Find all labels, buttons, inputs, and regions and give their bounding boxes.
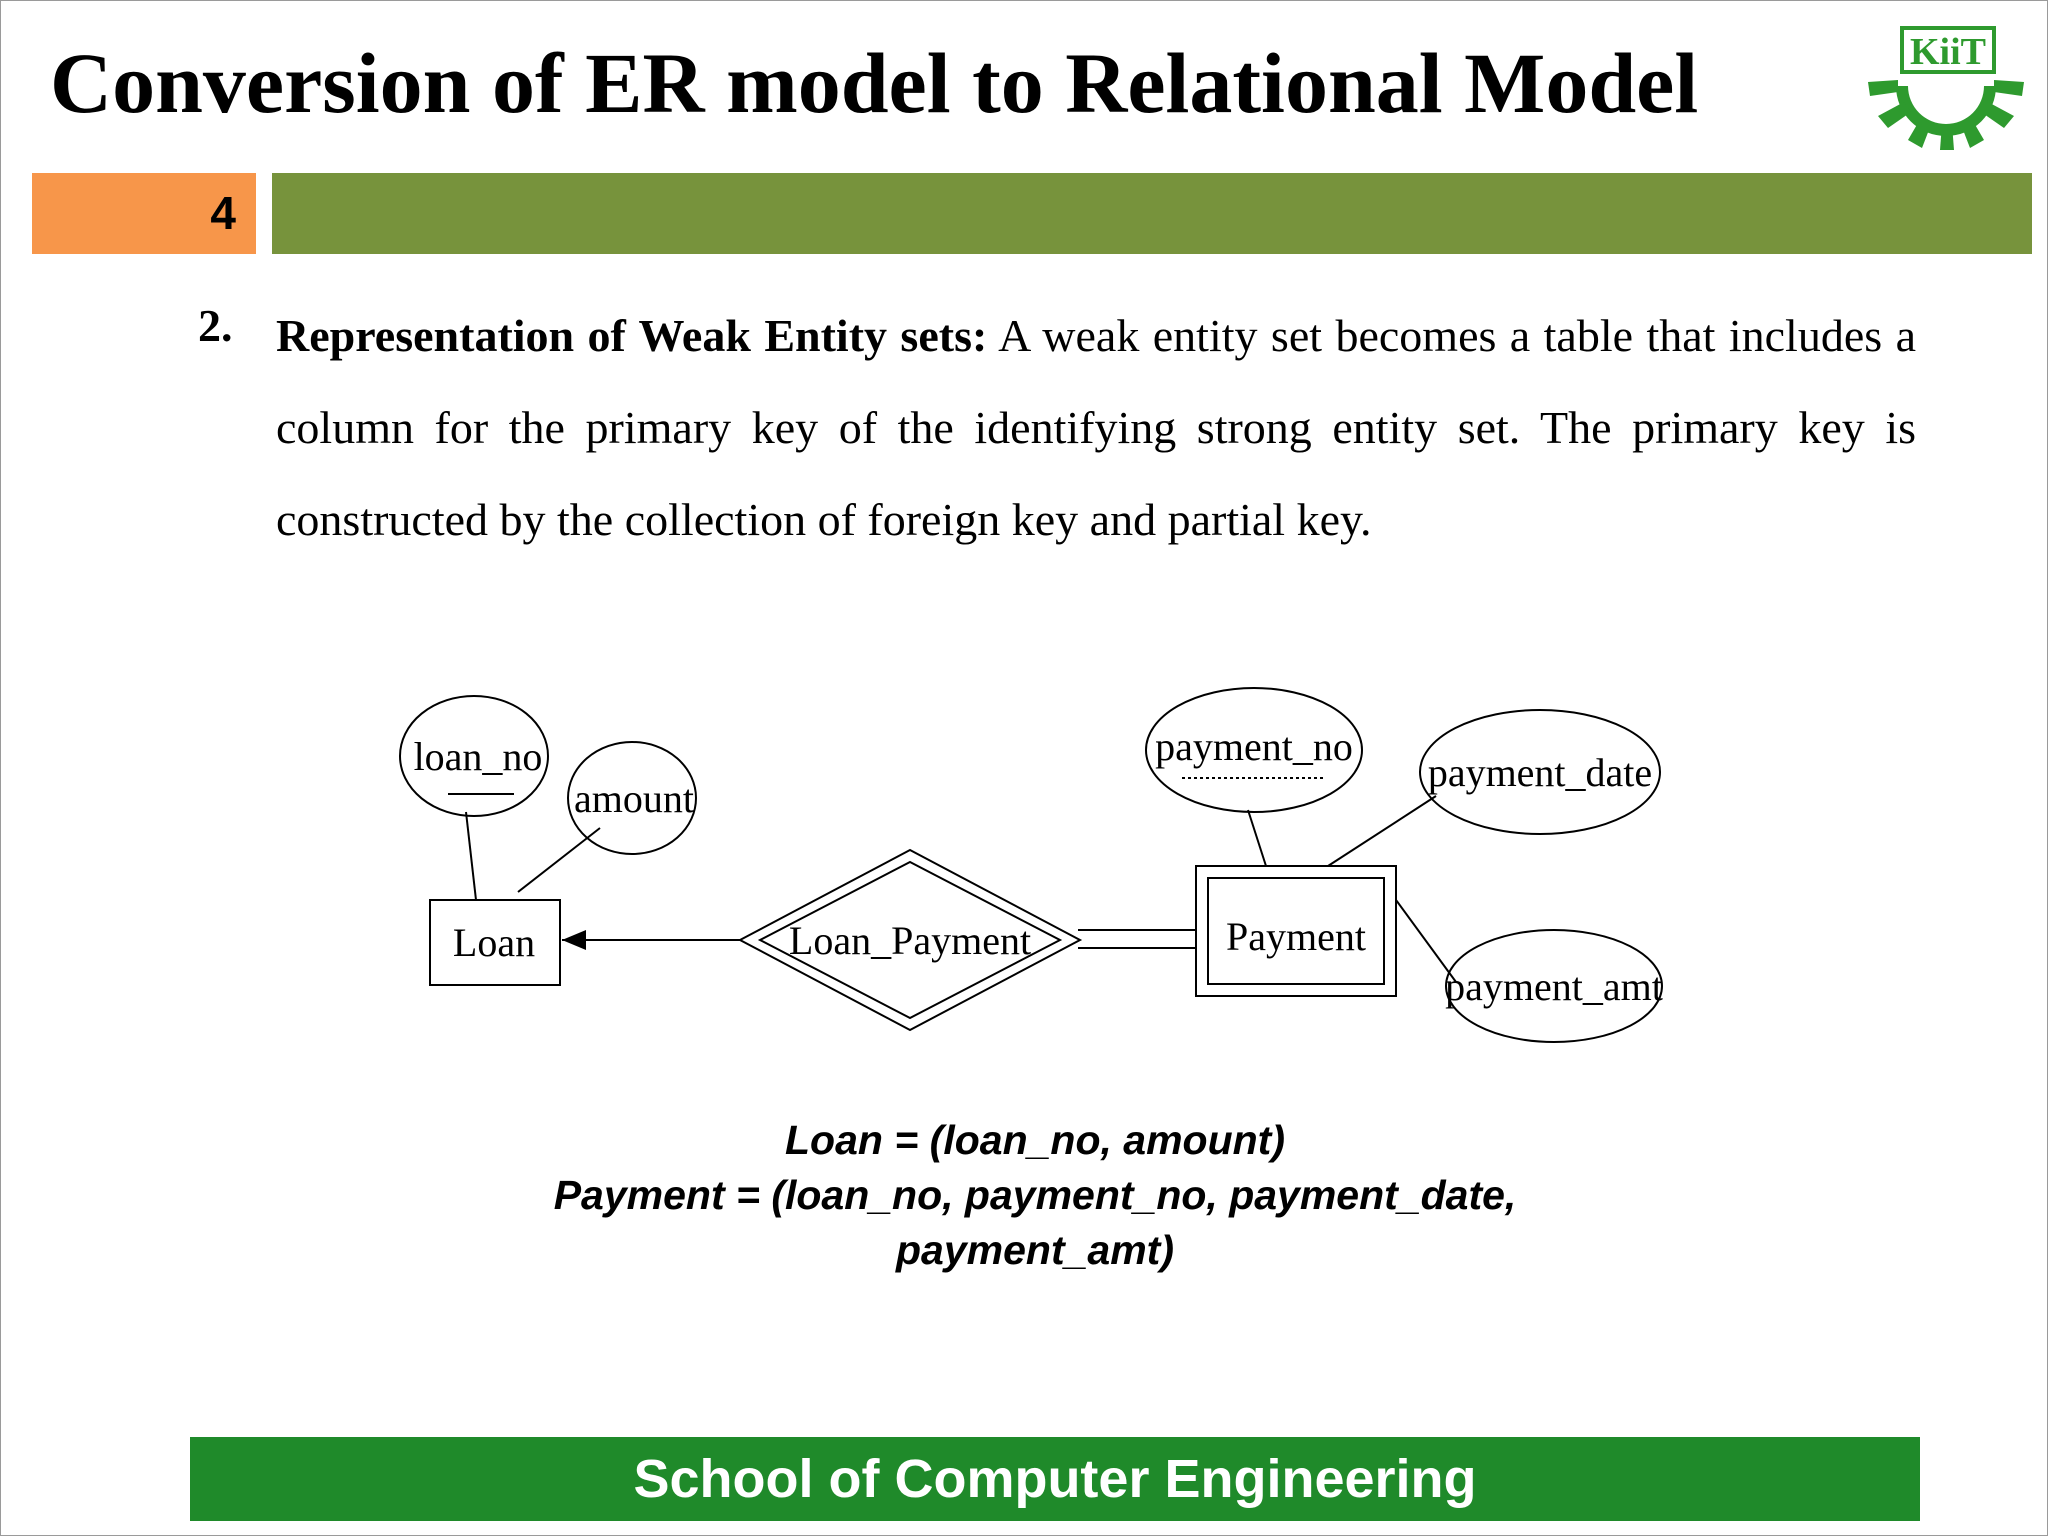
amount-label: amount xyxy=(574,776,694,821)
kiit-logo-icon: KiiT xyxy=(1856,24,2036,154)
er-diagram: Loan Payment Loan_Payment loan_no amount… xyxy=(390,660,1690,1060)
loan-no-label: loan_no xyxy=(414,734,543,779)
amount-connector xyxy=(517,827,601,893)
payment-entity-label: Payment xyxy=(1226,914,1366,959)
identifying-relationship-outer xyxy=(737,848,1083,1032)
header-bar xyxy=(272,173,2032,254)
payment-weak-entity-outer xyxy=(1195,865,1397,997)
payment-amt-label: payment_amt xyxy=(1445,964,1663,1009)
payment-no-connector xyxy=(1247,809,1267,867)
payment-amt-connector xyxy=(1395,899,1457,983)
logo-text: KiiT xyxy=(1910,31,1986,73)
payment-no-label: payment_no xyxy=(1155,724,1353,769)
loan-entity-label: Loan xyxy=(453,920,535,965)
loan-no-attribute xyxy=(399,695,549,817)
payment-amt-attribute xyxy=(1445,929,1663,1043)
identifying-relationship-inner xyxy=(757,860,1063,1020)
content-heading: Representation of Weak Entity sets: xyxy=(276,310,988,361)
amount-attribute xyxy=(567,741,697,855)
schema-loan: Loan = (loan_no, amount) xyxy=(785,1117,1285,1163)
list-item-number: 2. xyxy=(198,300,233,351)
loan-entity-box xyxy=(429,899,561,986)
loan-no-connector xyxy=(465,811,477,901)
content-paragraph: Representation of Weak Entity sets: A we… xyxy=(276,290,1916,566)
slide-number-box: 4 xyxy=(32,173,256,254)
relationship-label: Loan_Payment xyxy=(789,918,1031,963)
slide-number: 4 xyxy=(210,187,236,239)
payment-weak-entity-inner xyxy=(1207,877,1385,985)
payment-date-connector xyxy=(1327,795,1437,867)
schema-payment-continued: payment_amt) xyxy=(896,1227,1174,1273)
payment-date-label: payment_date xyxy=(1428,750,1652,795)
schema-payment: Payment = (loan_no, payment_no, payment_… xyxy=(553,1172,1517,1218)
payment-date-attribute xyxy=(1419,709,1661,835)
relational-schema: Loan = (loan_no, amount) Payment = (loan… xyxy=(430,1113,1640,1278)
payment-no-attribute xyxy=(1145,687,1363,813)
footer-bar: School of Computer Engineering xyxy=(190,1437,1920,1521)
slide-title: Conversion of ER model to Relational Mod… xyxy=(50,35,1699,131)
content-body: A weak entity set becomes a table that i… xyxy=(276,310,1916,545)
